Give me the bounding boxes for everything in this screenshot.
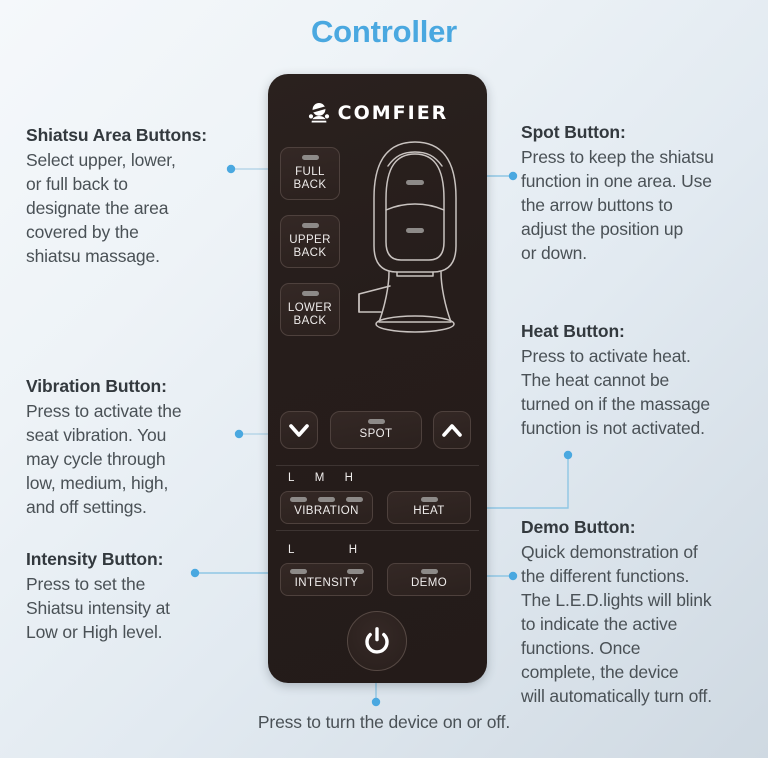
comfier-mascot-icon xyxy=(308,103,329,123)
panel-divider-upper xyxy=(276,465,479,466)
callout-body: Press to activate heat. The heat cannot … xyxy=(521,345,711,439)
spot-led xyxy=(367,419,385,425)
upper-back-label-line1: UPPER xyxy=(289,234,331,247)
callout-title: Demo Button: xyxy=(521,517,636,537)
vibration-tick-high: H xyxy=(344,472,354,484)
brand-name: COMFIER xyxy=(337,102,449,124)
power-button-caption: Press to turn the device on or off. xyxy=(257,712,511,732)
chevron-down-icon xyxy=(289,423,309,437)
callout-body: Press to activate the seat vibration. Yo… xyxy=(26,400,182,518)
intensity-led-group xyxy=(289,569,364,575)
intensity-led-low xyxy=(289,569,307,575)
callout-title: Spot Button: xyxy=(521,122,626,142)
upper-back-label-line2: BACK xyxy=(293,247,327,259)
callout-demo-button: Demo Button: Quick demonstration of the … xyxy=(521,516,756,709)
callout-intensity-button: Intensity Button: Press to set the Shiat… xyxy=(26,548,241,644)
controller-device: COMFIER FULL BACK xyxy=(268,74,487,683)
vibration-led-low xyxy=(290,497,307,503)
demo-led xyxy=(420,569,438,575)
spot-button[interactable]: SPOT xyxy=(330,411,422,449)
position-up-button[interactable] xyxy=(433,411,471,449)
callout-title: Heat Button: xyxy=(521,321,625,341)
callout-body: Quick demonstration of the different fun… xyxy=(521,541,712,707)
vibration-led-medium xyxy=(318,497,335,503)
callout-vibration-button: Vibration Button: Press to activate the … xyxy=(26,375,254,519)
vibration-led-group xyxy=(290,497,363,503)
demo-label: DEMO xyxy=(410,577,448,590)
heat-led xyxy=(420,497,438,503)
heat-button[interactable]: HEAT xyxy=(387,491,471,524)
intensity-led-high xyxy=(346,569,364,575)
vibration-tick-low: L xyxy=(288,472,295,484)
spot-label: SPOT xyxy=(359,428,393,441)
callout-body: Select upper, lower, or full back to des… xyxy=(26,149,176,267)
brand-logo: COMFIER xyxy=(268,101,487,125)
chair-led-upper xyxy=(406,180,424,185)
callout-heat-button: Heat Button: Press to activate heat. The… xyxy=(521,320,765,440)
lower-back-label-line2: BACK xyxy=(293,315,327,327)
intensity-tick-low: L xyxy=(288,544,295,556)
lower-back-label-line1: LOWER xyxy=(287,302,333,315)
lower-back-led xyxy=(301,291,319,297)
intensity-label: INTENSITY xyxy=(294,577,359,590)
lower-back-button[interactable]: LOWER BACK xyxy=(280,283,340,336)
upper-back-button[interactable]: UPPER BACK xyxy=(280,215,340,268)
full-back-label-line1: FULL xyxy=(295,166,325,179)
massage-chair-cushion-icon xyxy=(358,141,457,333)
callout-title: Shiatsu Area Buttons: xyxy=(26,125,208,145)
callout-body: Press to keep the shiatsu function in on… xyxy=(521,146,714,264)
vibration-label: VIBRATION xyxy=(294,505,359,518)
panel-divider-lower xyxy=(276,530,479,531)
full-back-label-line2: BACK xyxy=(293,179,327,191)
intensity-tick-high: H xyxy=(348,544,358,556)
full-back-led xyxy=(301,155,319,161)
power-icon xyxy=(365,627,389,654)
callout-title: Vibration Button: xyxy=(26,376,167,396)
vibration-level-ticks: L M H xyxy=(288,472,353,484)
full-back-button[interactable]: FULL BACK xyxy=(280,147,340,200)
page-title: Controller xyxy=(310,14,458,49)
callout-title: Intensity Button: xyxy=(26,549,164,569)
intensity-level-ticks: L H xyxy=(288,544,357,556)
callout-shiatsu-area-buttons: Shiatsu Area Buttons: Select upper, lowe… xyxy=(26,124,256,268)
vibration-button[interactable]: VIBRATION xyxy=(280,491,373,524)
power-button[interactable] xyxy=(347,611,407,671)
intensity-button[interactable]: INTENSITY xyxy=(280,563,373,596)
upper-back-led xyxy=(301,223,319,229)
heat-label: HEAT xyxy=(413,505,445,518)
chevron-up-icon xyxy=(442,423,462,437)
vibration-tick-medium: M xyxy=(314,472,325,484)
chair-led-lower xyxy=(406,228,424,233)
callout-spot-button: Spot Button: Press to keep the shiatsu f… xyxy=(521,121,761,265)
demo-button[interactable]: DEMO xyxy=(387,563,471,596)
callout-body: Press to set the Shiatsu intensity at Lo… xyxy=(26,573,170,642)
vibration-led-high xyxy=(346,497,363,503)
position-down-button[interactable] xyxy=(280,411,318,449)
